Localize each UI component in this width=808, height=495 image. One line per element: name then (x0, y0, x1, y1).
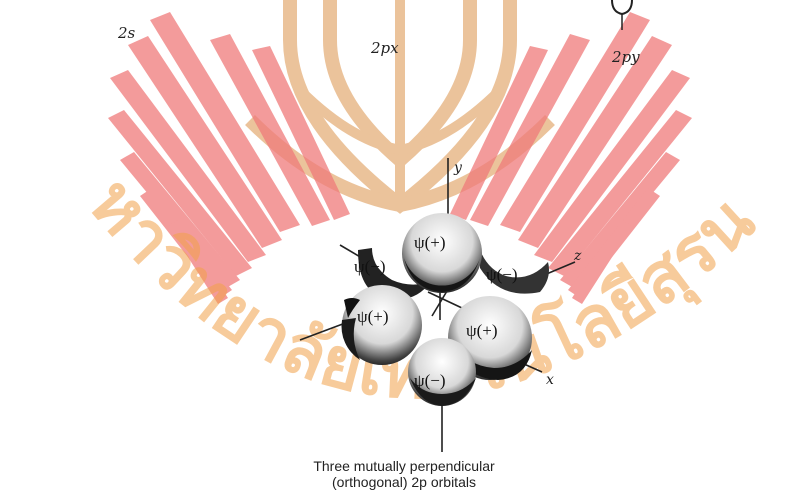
psi-label-back-left: ψ(−) (354, 257, 386, 276)
psi-label-front-left: ψ(+) (357, 307, 389, 326)
psi-label-front-right: ψ(+) (466, 321, 498, 340)
figure-caption: Three mutually perpendicular (orthogonal… (0, 458, 808, 490)
psi-label-right: ψ(−) (486, 265, 518, 284)
caption-line-2: (orthogonal) 2p orbitals (0, 474, 808, 490)
axis-label-x: x (546, 372, 554, 388)
lobe-top (402, 213, 482, 293)
label-2px: 2px (370, 39, 399, 57)
label-2py: 2py (611, 48, 640, 66)
psi-label-bottom: ψ(−) (414, 371, 446, 390)
axis-label-z: z (573, 248, 582, 264)
label-2s: 2s (117, 24, 136, 42)
caption-line-1: Three mutually perpendicular (0, 458, 808, 474)
psi-label-top: ψ(+) (414, 233, 446, 252)
axis-label-y: y (453, 160, 463, 176)
